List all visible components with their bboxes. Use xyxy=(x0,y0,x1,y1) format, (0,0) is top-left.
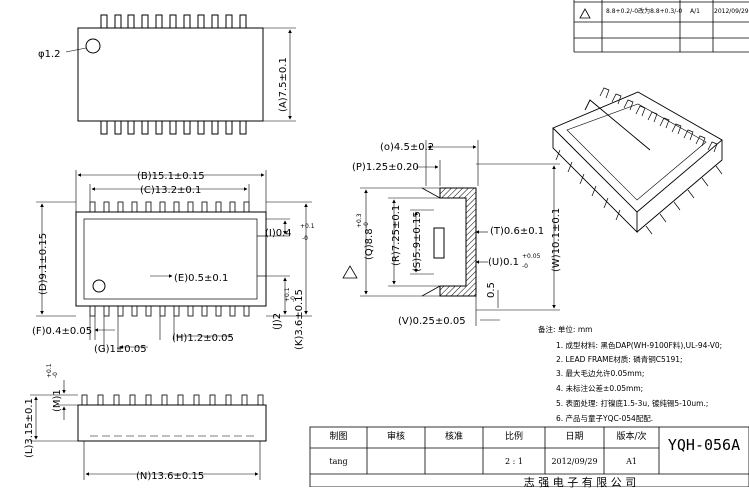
front-view-dimension-lines xyxy=(36,170,312,352)
dim-r: (R)7.25±0.1 xyxy=(391,205,402,266)
dim-p: (P)1.25±0.20 xyxy=(352,162,419,173)
company-name: 志 强 电 子 有 限 公 司 xyxy=(523,476,637,489)
tb-value-date: 2012/09/29 xyxy=(551,457,598,466)
pin1-hole xyxy=(85,38,101,54)
tb-header-approved: 核准 xyxy=(444,432,463,442)
dim-q-tol-minus: -0 xyxy=(363,222,370,228)
note-item: 1. 成型材料: 黑色DAP(WH-9100F料),UL-94-V0; xyxy=(556,341,723,350)
dim-i-tol-plus: +0.1 xyxy=(300,223,315,230)
tb-header-drawn: 制图 xyxy=(329,432,348,442)
dim-half: 0.5 xyxy=(486,282,497,298)
dim-m-tol-plus: +0.1 xyxy=(46,363,53,378)
top-view-pins-top xyxy=(100,14,247,29)
tb-header-scale: 比例 xyxy=(504,432,523,442)
dim-h: (H)1.2±0.05 xyxy=(172,333,234,344)
pin1-hole-label: φ1.2 xyxy=(38,49,61,60)
front-view-pins-top xyxy=(89,201,250,213)
note-item: 6. 产品与童子YQC-054配配. xyxy=(556,414,654,423)
warning-triangle-icon xyxy=(579,8,591,19)
dim-l: (L)3.15±0.1 xyxy=(24,398,35,458)
dim-e: (E)0.5±0.1 xyxy=(174,273,228,284)
dim-n: (N)13.6±0.15 xyxy=(136,471,204,482)
dim-d: (D)9.1±0.15 xyxy=(38,233,49,295)
note-item: 5. 表面处理: 打镍底1.5-3u, 镀纯锡5-10um.; xyxy=(556,399,709,408)
tb-value-drawn: tang xyxy=(329,457,348,466)
tb-header-version: 版本/次 xyxy=(616,432,647,442)
revision-table xyxy=(573,0,749,53)
top-view-pins-bottom xyxy=(100,120,247,135)
dim-q-tol-plus: +0.3 xyxy=(356,213,363,228)
side-view-pins xyxy=(81,394,264,406)
dim-m-tol-minus: -0 xyxy=(52,372,59,378)
part-number: YQH-056A xyxy=(667,436,741,454)
top-view xyxy=(65,14,296,135)
isometric-pins xyxy=(555,87,723,235)
isometric-view xyxy=(552,87,723,235)
side-view xyxy=(30,380,267,480)
pin1-hole xyxy=(92,279,106,293)
section-view xyxy=(342,140,560,326)
dim-j-tol-minus: -0 xyxy=(290,296,297,302)
section-hatch xyxy=(439,187,477,297)
dim-j: (J)2 xyxy=(272,313,283,330)
front-view-pins-bottom xyxy=(89,305,250,317)
dim-i-tol-minus: -0 xyxy=(302,235,308,242)
dim-t: (T)0.6±0.1 xyxy=(490,226,544,237)
dim-f: (F)0.4±0.05 xyxy=(32,326,92,337)
dim-g: (G)1±0.05 xyxy=(94,344,147,355)
revision-date: 2012/09/29 xyxy=(714,8,749,15)
revision-description: 8.8+0.2/-0改为8.8+0.3/-0 xyxy=(606,8,683,15)
dim-s: (S)5.9±0.15 xyxy=(412,211,423,272)
warning-triangle-icon xyxy=(342,265,358,279)
tb-header-date: 日期 xyxy=(565,432,584,442)
dim-v: (V)0.25±0.05 xyxy=(398,316,466,327)
notes-title: 备注: 单位: mm xyxy=(538,325,593,334)
dim-b: (B)15.1±0.15 xyxy=(137,171,205,182)
revision-version: A/1 xyxy=(690,8,700,15)
dim-u: (U)0.1 xyxy=(488,257,519,268)
dim-m: (M)1 xyxy=(52,389,63,412)
dim-w: (W)10.1±0.1 xyxy=(551,208,562,272)
title-block xyxy=(309,426,749,487)
dim-k: (K)3.6±0.15 xyxy=(294,289,305,350)
dim-u-tol-plus: +0.05 xyxy=(522,253,541,260)
note-item: 3. 最大毛边允许0.05mm; xyxy=(556,369,645,378)
dim-q: (Q)8.8 xyxy=(364,228,375,260)
dim-j-tol-plus: +0.1 xyxy=(284,287,291,302)
note-item: 2. LEAD FRAME材质: 磷青铜C5191; xyxy=(556,355,683,364)
section-dimension-lines xyxy=(360,140,560,326)
dim-c: (C)13.2±0.1 xyxy=(140,185,201,196)
dim-u-tol-minus: -0 xyxy=(522,263,528,270)
dim-i: (I)0.4 xyxy=(265,228,292,239)
tb-value-scale: 2 : 1 xyxy=(505,457,523,466)
front-view xyxy=(36,170,312,352)
tb-header-checked: 审核 xyxy=(386,432,405,442)
side-view-dimension-lines xyxy=(30,380,261,480)
dim-a: (A)7.5±0.1 xyxy=(278,57,289,112)
dim-o: (o)4.5±0.2 xyxy=(380,142,434,153)
tb-value-version: A1 xyxy=(626,457,637,466)
note-item: 4. 未标注公差±0.05mm; xyxy=(556,384,644,393)
